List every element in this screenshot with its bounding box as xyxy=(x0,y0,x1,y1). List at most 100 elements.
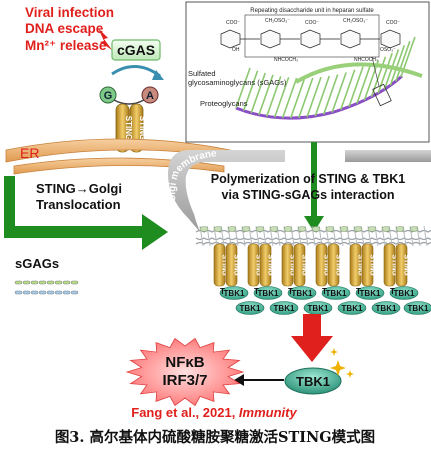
sgag-strand xyxy=(258,74,274,116)
chem-label-group: COO⁻ CH₂OSO₃⁻ COO⁻ CH₂OSO₃⁻ COO⁻ OH OSO₃… xyxy=(226,18,400,63)
sting-monomer xyxy=(259,243,272,287)
sgag-label-line1: Sulfated xyxy=(188,69,216,78)
sgag-strand-bundle xyxy=(235,36,416,119)
legend-sgag-bead xyxy=(54,280,63,285)
legend-sgag-bead xyxy=(22,280,31,285)
inset-zoom-box xyxy=(372,83,392,107)
sugar-ring xyxy=(260,29,281,49)
tbk1-complex xyxy=(371,301,401,315)
sgag-strand xyxy=(273,77,290,118)
chem-label-5: COO⁻ xyxy=(386,20,400,26)
sgag-strand xyxy=(281,77,298,119)
output-burst xyxy=(125,337,245,407)
tbk1-label: TBK1 xyxy=(308,304,329,313)
legend-sgag-bead xyxy=(62,290,71,295)
tbk1-complex xyxy=(219,286,249,300)
citation-authors: Fang et al., 2021, xyxy=(131,405,239,420)
legend-sgag-bead xyxy=(14,290,23,295)
er-label: ER xyxy=(20,145,39,161)
tbk1-label: TBK1 xyxy=(292,289,313,298)
sting-monomer-label: STING xyxy=(221,254,228,276)
translocation-line2: Translocation xyxy=(36,197,121,212)
legend-sgag-bead xyxy=(14,280,23,285)
sting-monomer-label: STING xyxy=(289,254,296,276)
trigger-mn-release: Mn²⁺ release xyxy=(25,38,107,53)
lightning-bolt-icon xyxy=(98,28,112,50)
chem-label-1: COO⁻ xyxy=(226,20,240,26)
chem-oso-label: OSO₃⁻ xyxy=(380,47,396,53)
tbk1-complex xyxy=(337,301,367,315)
polymerization-line2: via STING-sGAGs interaction xyxy=(222,188,395,202)
sgag-strand xyxy=(356,63,372,104)
golgi-sgag-bead xyxy=(241,226,251,232)
citation: Fang et al., 2021, Immunity xyxy=(131,405,297,420)
golgi-sgag-mesh xyxy=(195,225,431,247)
sgag-strand xyxy=(314,75,331,117)
sting-monomer-label: STING xyxy=(369,254,376,276)
tbk1-complex xyxy=(355,286,385,300)
chem-nh-label-2: NHCOCH₃ xyxy=(354,57,378,63)
golgi-sgag-fiber xyxy=(423,225,428,247)
tbk1-to-outputs-arrowhead-icon xyxy=(234,374,244,386)
sting-monomer xyxy=(213,243,226,287)
sting-monomer-label: STING xyxy=(403,254,410,276)
legend-sgag-bead xyxy=(30,290,39,295)
sugar-ring xyxy=(380,29,401,49)
chem-label-3: COO⁻ xyxy=(305,20,319,26)
sparkle-icon xyxy=(330,348,338,356)
sgag-strand xyxy=(377,52,393,94)
golgi-sgag-bead xyxy=(269,226,279,232)
tbk1-label: TBK1 xyxy=(360,289,381,298)
sgag-strand xyxy=(395,40,411,82)
tbk1-label: TBK1 xyxy=(376,304,397,313)
proteoglycan-label: Proteoglycans xyxy=(200,99,248,108)
sting-dimer-label-left: STING xyxy=(124,116,133,140)
inset-to-golgi-arrowhead-icon xyxy=(304,216,324,232)
trigger-viral-infection: Viral infection xyxy=(25,5,114,20)
golgi-sgag-fiber xyxy=(195,237,431,241)
sugar-ring xyxy=(340,29,361,49)
translocation-line1: STING→Golgi xyxy=(36,181,122,196)
tbk1-short-label: T xyxy=(254,287,259,296)
sugar-ring xyxy=(220,29,241,49)
cgas-to-cgamp-arrow xyxy=(111,65,161,78)
sting-dimer-label-right: STING xyxy=(138,116,147,140)
sgag-strand xyxy=(348,66,364,108)
polymerization-line1: Polymerization of STING & TBK1 xyxy=(211,172,406,186)
citation-journal: Immunity xyxy=(239,405,298,420)
golgi-sgag-bead xyxy=(227,226,237,232)
sgag-inset-frame xyxy=(185,1,430,143)
golgi-sgag-bead xyxy=(367,226,377,232)
sgag-label-line2: glycosaminoglycans (sGAGs) xyxy=(188,78,287,87)
sgag-strand xyxy=(370,56,387,98)
legend-sgag-bead xyxy=(30,280,39,285)
sting-monomer xyxy=(327,243,340,287)
cgas-box xyxy=(111,39,161,61)
sparkle-icon xyxy=(330,360,346,376)
sgag-strand xyxy=(322,74,339,115)
sgag-strand xyxy=(242,70,259,111)
sting-monomer-label: STING xyxy=(357,254,364,276)
sparkle-icons xyxy=(330,348,354,378)
tbk1-short-label: T xyxy=(220,287,225,296)
legend-sgags-label: sGAGs xyxy=(15,256,59,271)
golgi-sgag-bead xyxy=(255,226,265,232)
cgamp-g-label: G xyxy=(104,90,113,102)
output-nfkb: NFκB xyxy=(165,354,204,371)
output-irf: IRF3/7 xyxy=(162,372,207,389)
tbk1-label: TBK1 xyxy=(394,289,415,298)
sting-monomer xyxy=(395,243,408,287)
tbk1-short-label: T xyxy=(322,287,327,296)
sparkle-icon xyxy=(346,370,354,378)
tbk1-complex xyxy=(287,286,317,300)
inset-repeat-bracket xyxy=(244,14,380,58)
legend-sgag-swatch-green xyxy=(14,280,79,285)
golgi-sgag-bead xyxy=(353,226,363,232)
tbk1-short-label: T xyxy=(288,287,293,296)
zoom-line xyxy=(371,56,380,87)
golgi-sgag-fiber xyxy=(195,241,431,245)
tbk1-complex xyxy=(389,286,419,300)
legend-sgag-bead xyxy=(22,290,31,295)
sting-monomer-label: STING xyxy=(335,254,342,276)
